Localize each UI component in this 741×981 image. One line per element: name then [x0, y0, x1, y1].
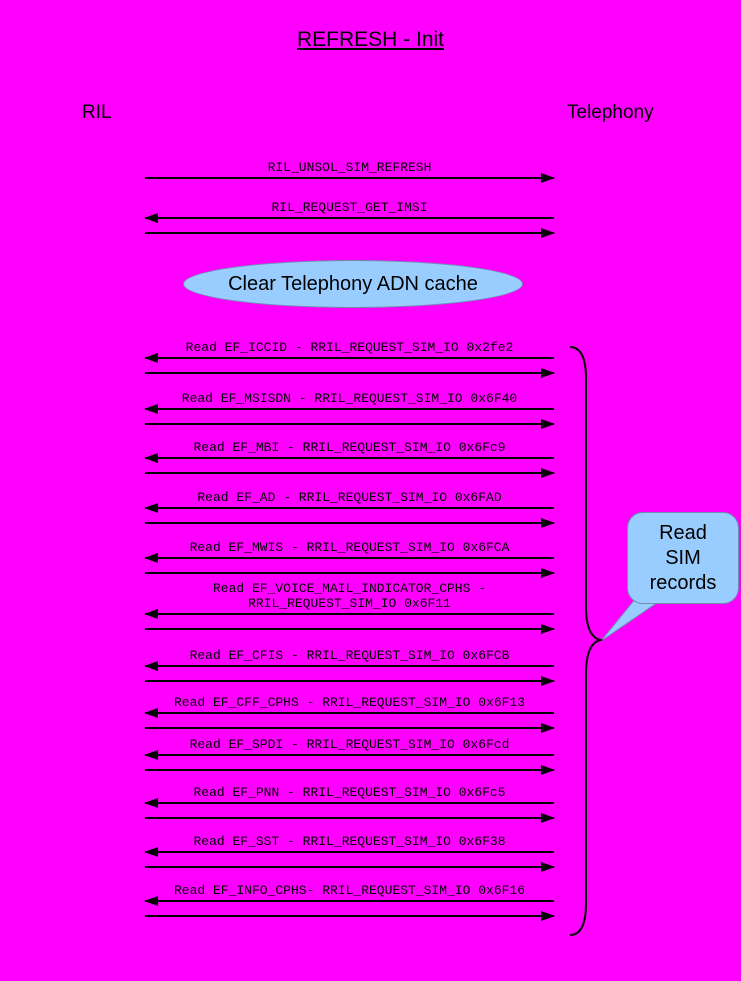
actor-ril: RIL — [82, 102, 112, 123]
message-label: Read EF_SST - RRIL_REQUEST_SIM_IO 0x6F38 — [193, 834, 506, 849]
arrow-left-icon — [144, 798, 554, 808]
arrow-right-icon — [145, 368, 555, 378]
message-label: Read EF_MBI - RRIL_REQUEST_SIM_IO 0x6Fc9 — [193, 440, 506, 455]
arrow-right-icon — [145, 518, 555, 528]
arrow-right-icon — [145, 862, 555, 872]
message-row: RIL_UNSOL_SIM_REFRESH — [145, 160, 555, 183]
arrow-left-icon — [144, 404, 554, 414]
arrow-right-icon — [145, 765, 555, 775]
arrow-left-icon — [144, 503, 554, 513]
arrow-right-icon — [145, 723, 555, 733]
note-text: Clear Telephony ADN cache — [228, 272, 478, 295]
arrow-left-icon — [144, 847, 554, 857]
arrow-right-icon — [145, 911, 555, 921]
arrow-left-icon — [144, 453, 554, 463]
message-label: Read EF_MSISDN - RRIL_REQUEST_SIM_IO 0x6… — [181, 391, 518, 406]
message-label: Read EF_CFIS - RRIL_REQUEST_SIM_IO 0x6FC… — [189, 648, 510, 663]
message-label: Read EF_VOICE_MAIL_INDICATOR_CPHS - RRIL… — [212, 581, 487, 611]
arrow-right-icon — [145, 568, 555, 578]
message-row: Read EF_MSISDN - RRIL_REQUEST_SIM_IO 0x6… — [144, 391, 555, 429]
message-row: RIL_REQUEST_GET_IMSI — [144, 200, 555, 238]
message-label: Read EF_AD - RRIL_REQUEST_SIM_IO 0x6FAD — [197, 490, 502, 505]
arrow-left-icon — [144, 553, 554, 563]
message-row: Read EF_SPDI - RRIL_REQUEST_SIM_IO 0x6Fc… — [144, 737, 555, 775]
message-row: Read EF_CFF_CPHS - RRIL_REQUEST_SIM_IO 0… — [144, 695, 555, 733]
message-row: Read EF_PNN - RRIL_REQUEST_SIM_IO 0x6Fc5 — [144, 785, 555, 823]
message-label: Read EF_INFO_CPHS- RRIL_REQUEST_SIM_IO 0… — [173, 883, 526, 898]
callout-text: Read SIM records — [649, 521, 717, 594]
message-label: Read EF_PNN - RRIL_REQUEST_SIM_IO 0x6Fc5 — [193, 785, 506, 800]
arrow-left-icon — [144, 213, 554, 223]
actor-telephony: Telephony — [567, 102, 654, 123]
message-label: Read EF_SPDI - RRIL_REQUEST_SIM_IO 0x6Fc… — [189, 737, 510, 752]
message-row: Read EF_SST - RRIL_REQUEST_SIM_IO 0x6F38 — [144, 834, 555, 872]
message-row: Read EF_AD - RRIL_REQUEST_SIM_IO 0x6FAD — [144, 490, 555, 528]
arrow-right-icon — [145, 813, 555, 823]
callout-read-sim-records: Read SIM records — [627, 512, 739, 604]
arrow-left-icon — [144, 750, 554, 760]
message-row: Read EF_MBI - RRIL_REQUEST_SIM_IO 0x6Fc9 — [144, 440, 555, 478]
arrow-right-icon — [145, 468, 555, 478]
arrow-right-icon — [145, 676, 555, 686]
message-row: Read EF_MWIS - RRIL_REQUEST_SIM_IO 0x6FC… — [144, 540, 555, 578]
message-row: Read EF_ICCID - RRIL_REQUEST_SIM_IO 0x2f… — [144, 340, 555, 378]
arrow-left-icon — [144, 353, 554, 363]
message-label: Read EF_ICCID - RRIL_REQUEST_SIM_IO 0x2f… — [185, 340, 514, 355]
message-label: RIL_REQUEST_GET_IMSI — [271, 200, 428, 215]
arrow-left-icon — [144, 609, 554, 619]
arrow-left-icon — [144, 661, 554, 671]
callout-tail — [600, 597, 666, 642]
note-clear-adn-cache: Clear Telephony ADN cache — [183, 260, 523, 308]
arrow-right-icon — [145, 173, 555, 183]
message-label: Read EF_CFF_CPHS - RRIL_REQUEST_SIM_IO 0… — [173, 695, 526, 710]
arrow-left-icon — [144, 896, 554, 906]
message-row: Read EF_CFIS - RRIL_REQUEST_SIM_IO 0x6FC… — [144, 648, 555, 686]
arrow-right-icon — [145, 228, 555, 238]
message-row: Read EF_INFO_CPHS- RRIL_REQUEST_SIM_IO 0… — [144, 883, 555, 921]
brace-icon — [569, 346, 604, 936]
message-label: RIL_UNSOL_SIM_REFRESH — [267, 160, 432, 175]
arrow-left-icon — [144, 708, 554, 718]
arrow-right-icon — [145, 624, 555, 634]
diagram-title: REFRESH - Init — [296, 28, 445, 51]
message-label: Read EF_MWIS - RRIL_REQUEST_SIM_IO 0x6FC… — [189, 540, 510, 555]
arrow-right-icon — [145, 419, 555, 429]
message-row: Read EF_VOICE_MAIL_INDICATOR_CPHS - RRIL… — [144, 581, 555, 634]
